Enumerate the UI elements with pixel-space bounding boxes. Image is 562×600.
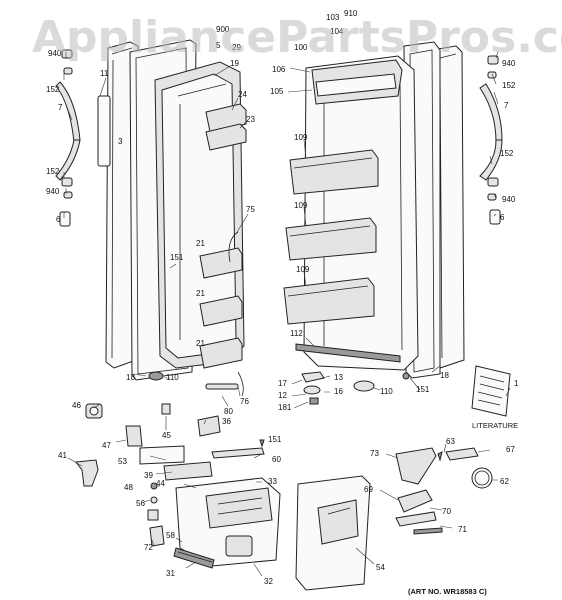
callout-940-upper-left: 940 — [48, 49, 62, 58]
callout-39: 39 — [144, 471, 153, 480]
callout-18-left: 18 — [126, 373, 135, 382]
callout-75: 75 — [246, 205, 255, 214]
callout-19: 19 — [230, 59, 239, 68]
callout-151-fresh-food: 151 — [416, 385, 430, 394]
callout-910: 910 — [344, 9, 358, 18]
callout-24: 24 — [238, 90, 247, 99]
callout-17: 17 — [278, 379, 287, 388]
callout-71: 71 — [458, 525, 467, 534]
callout-48: 48 — [124, 483, 133, 492]
callout-106: 106 — [272, 65, 286, 74]
callout-31: 31 — [166, 569, 175, 578]
callout-53: 53 — [118, 457, 127, 466]
callout-152-lower-right: 152 — [500, 149, 514, 158]
callout-103: 103 — [326, 13, 340, 22]
callout-105: 105 — [270, 87, 284, 96]
callout-72: 72 — [144, 543, 153, 552]
callout-152-upper-right: 152 — [502, 81, 516, 90]
callout-69: 69 — [364, 485, 373, 494]
callout-6-left: 6 — [56, 215, 61, 224]
callout-33: 33 — [268, 477, 277, 486]
callout-18-right: 18 — [440, 371, 449, 380]
callout-109-middle: 109 — [294, 201, 308, 210]
callout-7-left: 7 — [58, 103, 63, 112]
leader-lines — [63, 51, 511, 577]
callout-109-upper: 109 — [294, 133, 308, 142]
callout-29: 29 — [232, 43, 241, 52]
freezer-door-bins — [199, 247, 243, 369]
callout-110-right: 110 — [380, 387, 393, 396]
callout-60: 60 — [272, 455, 281, 464]
watermark-text: AppliancePartsPros.com — [32, 12, 562, 63]
callout-numbers: 900 5 29 103 910 104 100 940 152 11 7 3 … — [46, 9, 519, 586]
freezer-handle-caps — [59, 49, 73, 227]
callout-151-dispenser: 151 — [268, 435, 282, 444]
drip-tray — [173, 547, 215, 569]
callout-58: 58 — [166, 531, 175, 540]
handle-right — [479, 55, 503, 225]
dispenser-chute-parts — [395, 447, 493, 535]
callout-73: 73 — [370, 449, 379, 458]
callout-152-upper-left: 152 — [46, 85, 60, 94]
callout-6-right: 6 — [500, 213, 505, 222]
dairy-door — [311, 59, 403, 105]
callout-13: 13 — [334, 373, 343, 382]
callout-45: 45 — [162, 431, 171, 440]
callout-23: 23 — [246, 115, 255, 124]
callout-80: 80 — [224, 407, 233, 416]
callout-112: 112 — [290, 329, 303, 338]
callout-7-right: 7 — [504, 101, 509, 110]
callout-5: 5 — [216, 41, 221, 50]
freezer-handle — [55, 81, 111, 181]
art-number: (ART NO. WR18583 C) — [408, 587, 487, 596]
callout-110-left: 110 — [166, 373, 179, 382]
literature-label: LITERATURE — [472, 421, 518, 430]
callout-44: 44 — [156, 479, 165, 488]
freezer-door-shelf-upper — [205, 103, 247, 151]
hinge-hardware-fresh-food — [301, 371, 410, 405]
callout-21-lower: 21 — [196, 339, 205, 348]
bottom-trim — [295, 343, 401, 363]
callout-100: 100 — [294, 43, 308, 52]
dispenser-switch-parts — [85, 403, 221, 447]
callout-41: 41 — [58, 451, 67, 460]
callout-12: 12 — [278, 391, 287, 400]
callout-67: 67 — [506, 445, 515, 454]
dispenser-small-parts — [147, 482, 165, 547]
dispenser-housing — [175, 477, 281, 567]
callout-36: 36 — [222, 417, 231, 426]
callout-181: 181 — [278, 403, 292, 412]
callout-70: 70 — [442, 507, 451, 516]
callout-47: 47 — [102, 441, 111, 450]
callout-152-lower-left: 152 — [46, 167, 60, 176]
callout-54: 54 — [376, 563, 385, 572]
callout-3: 3 — [118, 137, 123, 146]
dispenser-cover — [295, 475, 371, 591]
callout-1: 1 — [514, 379, 519, 388]
callout-109-lower: 109 — [296, 265, 310, 274]
dispenser-lever — [75, 459, 99, 487]
callout-56: 56 — [136, 499, 145, 508]
callout-151-freezer: 151 — [170, 253, 184, 262]
dispenser-bracket — [139, 439, 265, 481]
callout-16: 16 — [334, 387, 343, 396]
callout-63: 63 — [446, 437, 455, 446]
callout-32: 32 — [264, 577, 273, 586]
callout-76: 76 — [240, 397, 249, 406]
callout-21-upper: 21 — [196, 239, 205, 248]
callout-46: 46 — [72, 401, 81, 410]
callout-940-lower-left: 940 — [46, 187, 60, 196]
callout-104: 104 — [330, 27, 344, 36]
callout-900: 900 — [216, 25, 230, 34]
literature-booklet: LITERATURE — [471, 365, 518, 430]
callout-11: 11 — [100, 69, 109, 78]
callout-940-upper-right: 940 — [502, 59, 516, 68]
callout-62: 62 — [500, 477, 509, 486]
callout-940-lower-right: 940 — [502, 195, 516, 204]
door-shelf-bins — [283, 149, 379, 325]
callout-21-middle: 21 — [196, 289, 205, 298]
